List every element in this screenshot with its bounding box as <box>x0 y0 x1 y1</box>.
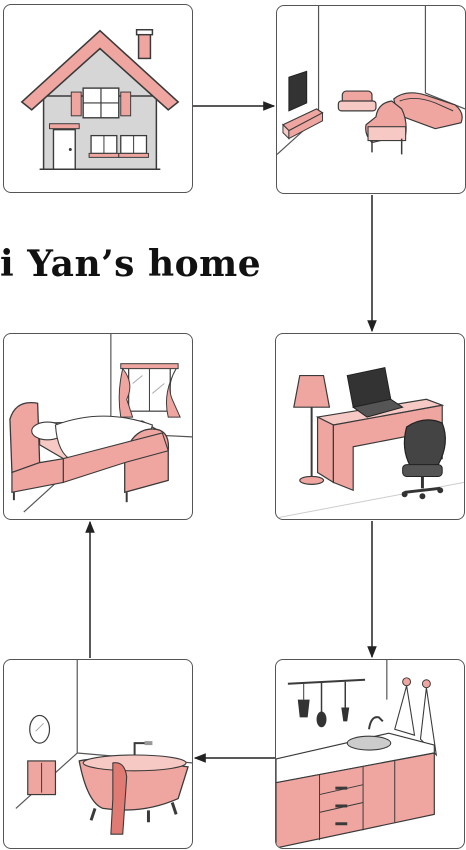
kitchen-card <box>275 659 465 849</box>
bed-icon <box>9 334 192 513</box>
page-title: i Yan’s home <box>0 243 262 285</box>
house-card <box>3 4 193 193</box>
bathtub-icon <box>15 660 192 835</box>
sofa-icon <box>277 6 465 155</box>
bathroom-card <box>3 659 193 849</box>
desk-icon <box>276 367 464 519</box>
house-icon <box>20 28 180 170</box>
living-room-card <box>276 5 466 194</box>
bedroom-card <box>3 333 193 520</box>
kitchen-sink-icon <box>276 660 438 848</box>
study-card <box>275 333 465 520</box>
